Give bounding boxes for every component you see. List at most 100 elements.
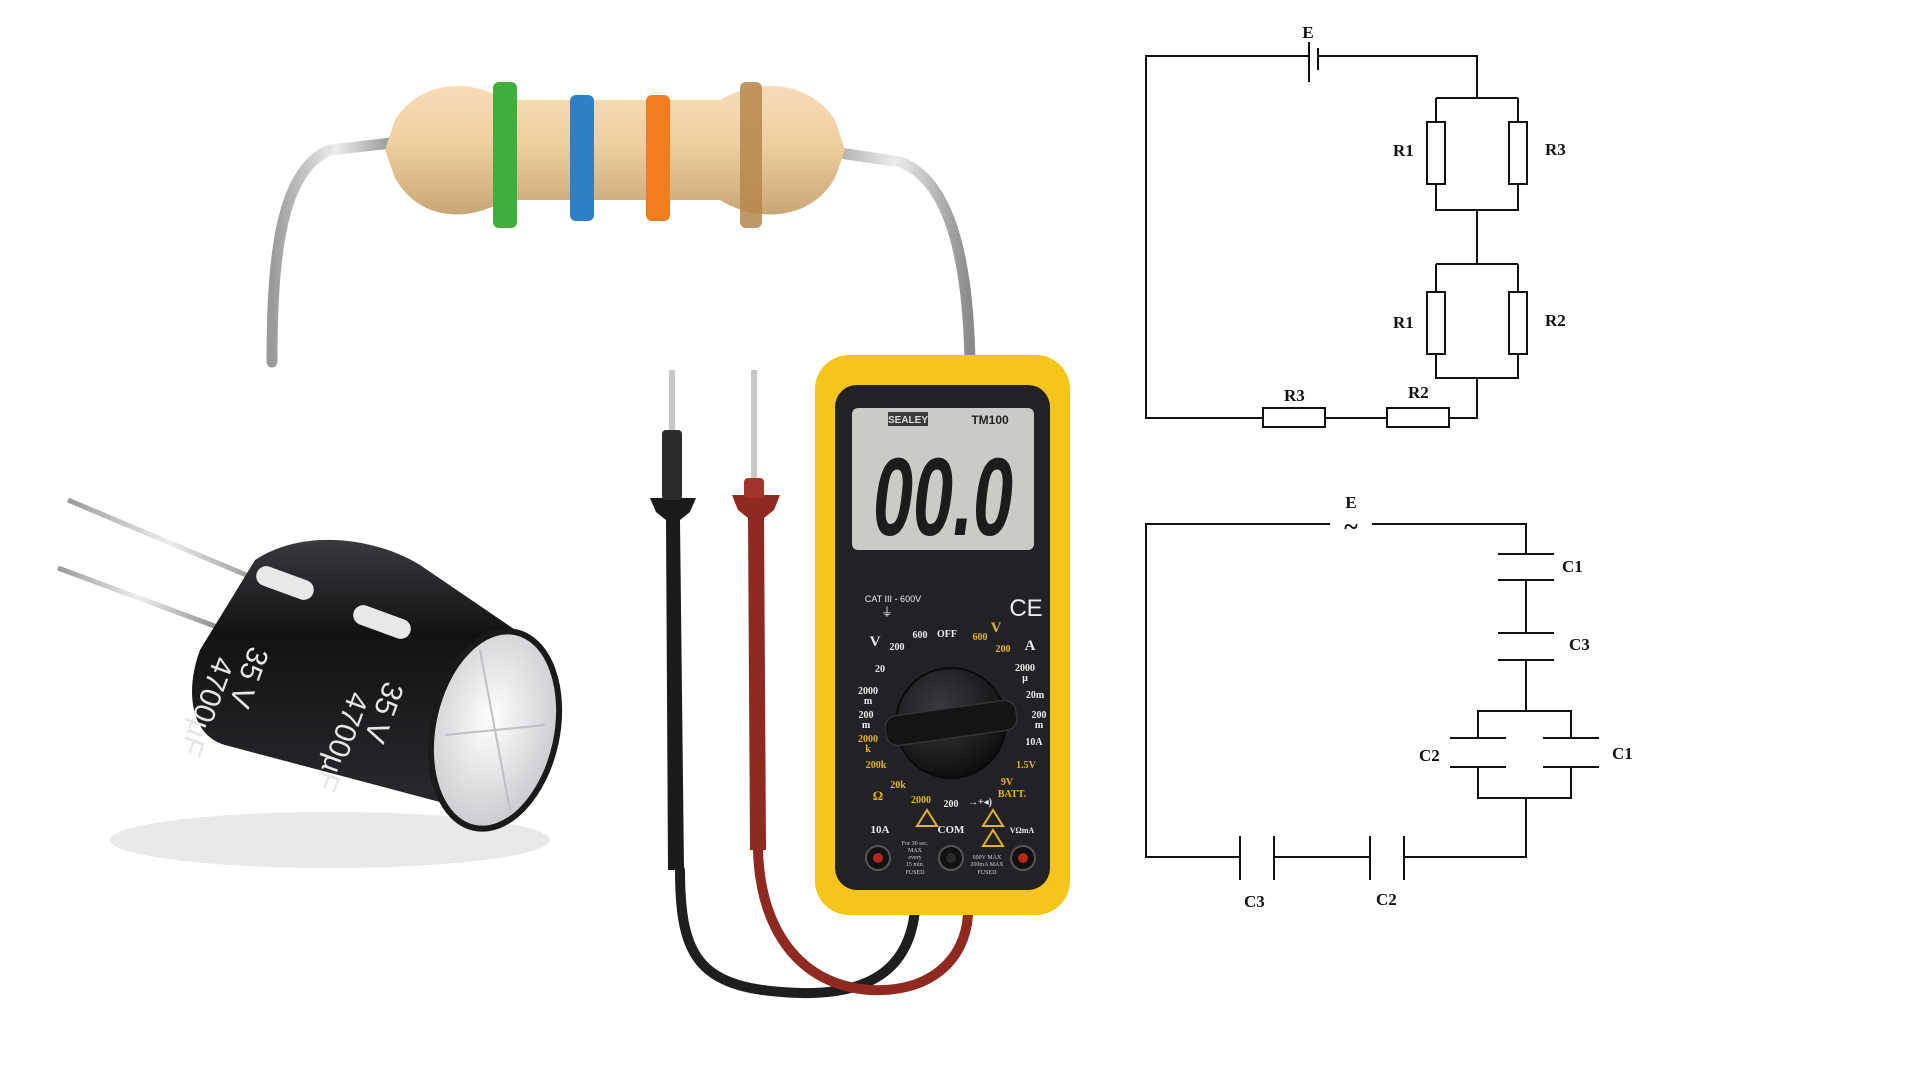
label-r3-bottom: R3 bbox=[1284, 386, 1305, 405]
dial-label-2000mu: 2000 bbox=[1015, 663, 1035, 674]
jack-note-right-2: 200mA MAX bbox=[970, 862, 1004, 868]
label-r1-mid: R1 bbox=[1393, 313, 1414, 332]
dial-label-ohm: Ω bbox=[873, 788, 883, 803]
dial-label-v-dc: V bbox=[870, 634, 881, 650]
dial-label-2000m: 2000 bbox=[858, 686, 878, 697]
dial-label-m1: m bbox=[864, 696, 873, 707]
red-probe-handle bbox=[732, 495, 780, 850]
resistor-band-2 bbox=[570, 95, 594, 221]
resistor-circuit bbox=[1145, 42, 1528, 428]
capacitor-lead-1 bbox=[67, 497, 271, 588]
dial-label-m2: m bbox=[862, 720, 871, 731]
resistor-left-lead bbox=[266, 136, 406, 368]
dial-label-9v: 9V bbox=[1001, 777, 1014, 788]
capacitor: 35 V 4700µF 35 V 4700µF bbox=[57, 497, 563, 868]
dial-label-off: OFF bbox=[937, 629, 957, 640]
resistor-band-1 bbox=[493, 82, 517, 228]
resistor-r1-top bbox=[1426, 121, 1446, 185]
black-probe-tip bbox=[669, 370, 675, 430]
dial-label-2000k: 2000 bbox=[858, 734, 878, 745]
multimeter-brand-plate bbox=[888, 412, 928, 426]
multimeter-jacks: 10A COM VΩmA For 30 sec. MAX every 15 mi… bbox=[865, 824, 1036, 876]
dial-label-600-ac: 600 bbox=[973, 632, 988, 643]
dial-label-mu: µ bbox=[1022, 673, 1028, 684]
jack-note-left-2: MAX bbox=[908, 848, 923, 854]
multimeter: SEALEY TM100 00.0 CAT III - 600V ⏚ CE V … bbox=[815, 355, 1070, 915]
resistor-circuit-source-label: E bbox=[1302, 23, 1313, 42]
capacitor-circuit-source-label: E bbox=[1345, 493, 1356, 512]
warning-icon bbox=[981, 808, 1005, 827]
dial-label-600: 600 bbox=[913, 630, 928, 641]
dial-label-200k: 200k bbox=[866, 760, 887, 771]
circuit-wire bbox=[1449, 378, 1478, 419]
capacitor-lead-2 bbox=[57, 565, 221, 631]
dial-label-200: 200 bbox=[890, 642, 905, 653]
jack-com-insert bbox=[946, 853, 956, 863]
multimeter-lcd bbox=[852, 408, 1034, 550]
jack-label-com: COM bbox=[938, 824, 966, 836]
resistor bbox=[266, 82, 976, 368]
dial-label-20: 20 bbox=[875, 664, 885, 675]
warning-icon bbox=[915, 808, 939, 827]
multimeter-model: TM100 bbox=[971, 413, 1009, 427]
dial-label-k1: k bbox=[865, 744, 871, 755]
dial-label-200m-a: 200 bbox=[1032, 710, 1047, 721]
jack-note-right-3: FUSED bbox=[977, 870, 997, 876]
jack-label-vohm: VΩmA bbox=[1010, 826, 1035, 835]
label-c3-bottom: C3 bbox=[1244, 892, 1265, 911]
capacitor-circuit bbox=[1145, 523, 1599, 880]
resistor-r3-top bbox=[1508, 121, 1528, 185]
circuit-wire bbox=[1145, 523, 1330, 858]
capacitor-vent-line-2 bbox=[444, 724, 546, 736]
jack-vohm-insert bbox=[1018, 853, 1028, 863]
label-c2-bottom: C2 bbox=[1376, 890, 1397, 909]
resistor-body bbox=[385, 86, 845, 215]
jack-note-left-5: FUSED bbox=[905, 870, 925, 876]
diode-continuity-icon: →+◂) bbox=[968, 797, 992, 808]
dial-label-200m: 200 bbox=[859, 710, 874, 721]
circuit-wire bbox=[1318, 55, 1478, 98]
jack-label-10a: 10A bbox=[871, 824, 890, 836]
dial-label-10a: 10A bbox=[1025, 737, 1043, 748]
multimeter-rotary-dial[interactable] bbox=[884, 667, 1019, 779]
resistor-right-lead bbox=[814, 144, 976, 368]
label-c1-top: C1 bbox=[1562, 557, 1583, 576]
dial-label-batt: BATT. bbox=[998, 789, 1027, 800]
capacitor-circuit-labels: E ~ C1 C3 C2 C1 C3 C2 bbox=[1244, 493, 1633, 911]
dial-pointer-bar[interactable] bbox=[884, 699, 1019, 747]
dial-label-v-ac: V bbox=[991, 620, 1002, 636]
resistor-r2-bottom bbox=[1386, 407, 1450, 428]
jack-10a-insert bbox=[873, 853, 883, 863]
circuit-wire bbox=[1435, 354, 1519, 379]
label-c1-right: C1 bbox=[1612, 744, 1633, 763]
red-probe-tip bbox=[751, 370, 757, 480]
capacitor-shadow bbox=[110, 812, 550, 868]
jack-note-left-3: every bbox=[908, 855, 921, 861]
resistor-r1-mid bbox=[1426, 291, 1446, 355]
dial-label-a-dc: A bbox=[1025, 638, 1036, 654]
label-r1-top: R1 bbox=[1393, 141, 1414, 160]
dial-label-m3: m bbox=[1035, 720, 1044, 731]
multimeter-ce-mark: CE bbox=[1009, 595, 1042, 622]
resistor-r3-bottom bbox=[1262, 407, 1326, 428]
warning-icon bbox=[981, 828, 1005, 847]
capacitor-polarity-mark-1 bbox=[256, 566, 314, 600]
dial-label-20k: 20k bbox=[890, 780, 906, 791]
circuit-wire bbox=[1435, 184, 1519, 211]
label-c3-mid: C3 bbox=[1569, 635, 1590, 654]
black-probe-handle bbox=[650, 498, 696, 870]
black-probe-grip bbox=[662, 430, 682, 500]
black-probe-cable bbox=[675, 865, 920, 999]
resistor-circuit-labels: E R1 R3 R1 R2 R3 R2 bbox=[1284, 23, 1566, 405]
ac-source-icon: ~ bbox=[1344, 512, 1358, 541]
jack-note-right-1: 600V MAX bbox=[973, 855, 1002, 861]
label-r2-mid: R2 bbox=[1545, 311, 1566, 330]
ground-icon: ⏚ bbox=[881, 605, 893, 619]
circuit-wire bbox=[1477, 767, 1572, 799]
dial-label-20m: 20m bbox=[1026, 690, 1045, 701]
dial-label-200-ohm: 200 bbox=[944, 799, 959, 810]
label-c2-left: C2 bbox=[1419, 746, 1440, 765]
dial-label-1-5v: 1.5V bbox=[1016, 760, 1037, 771]
multimeter-display-value: 00.0 bbox=[873, 436, 1013, 559]
